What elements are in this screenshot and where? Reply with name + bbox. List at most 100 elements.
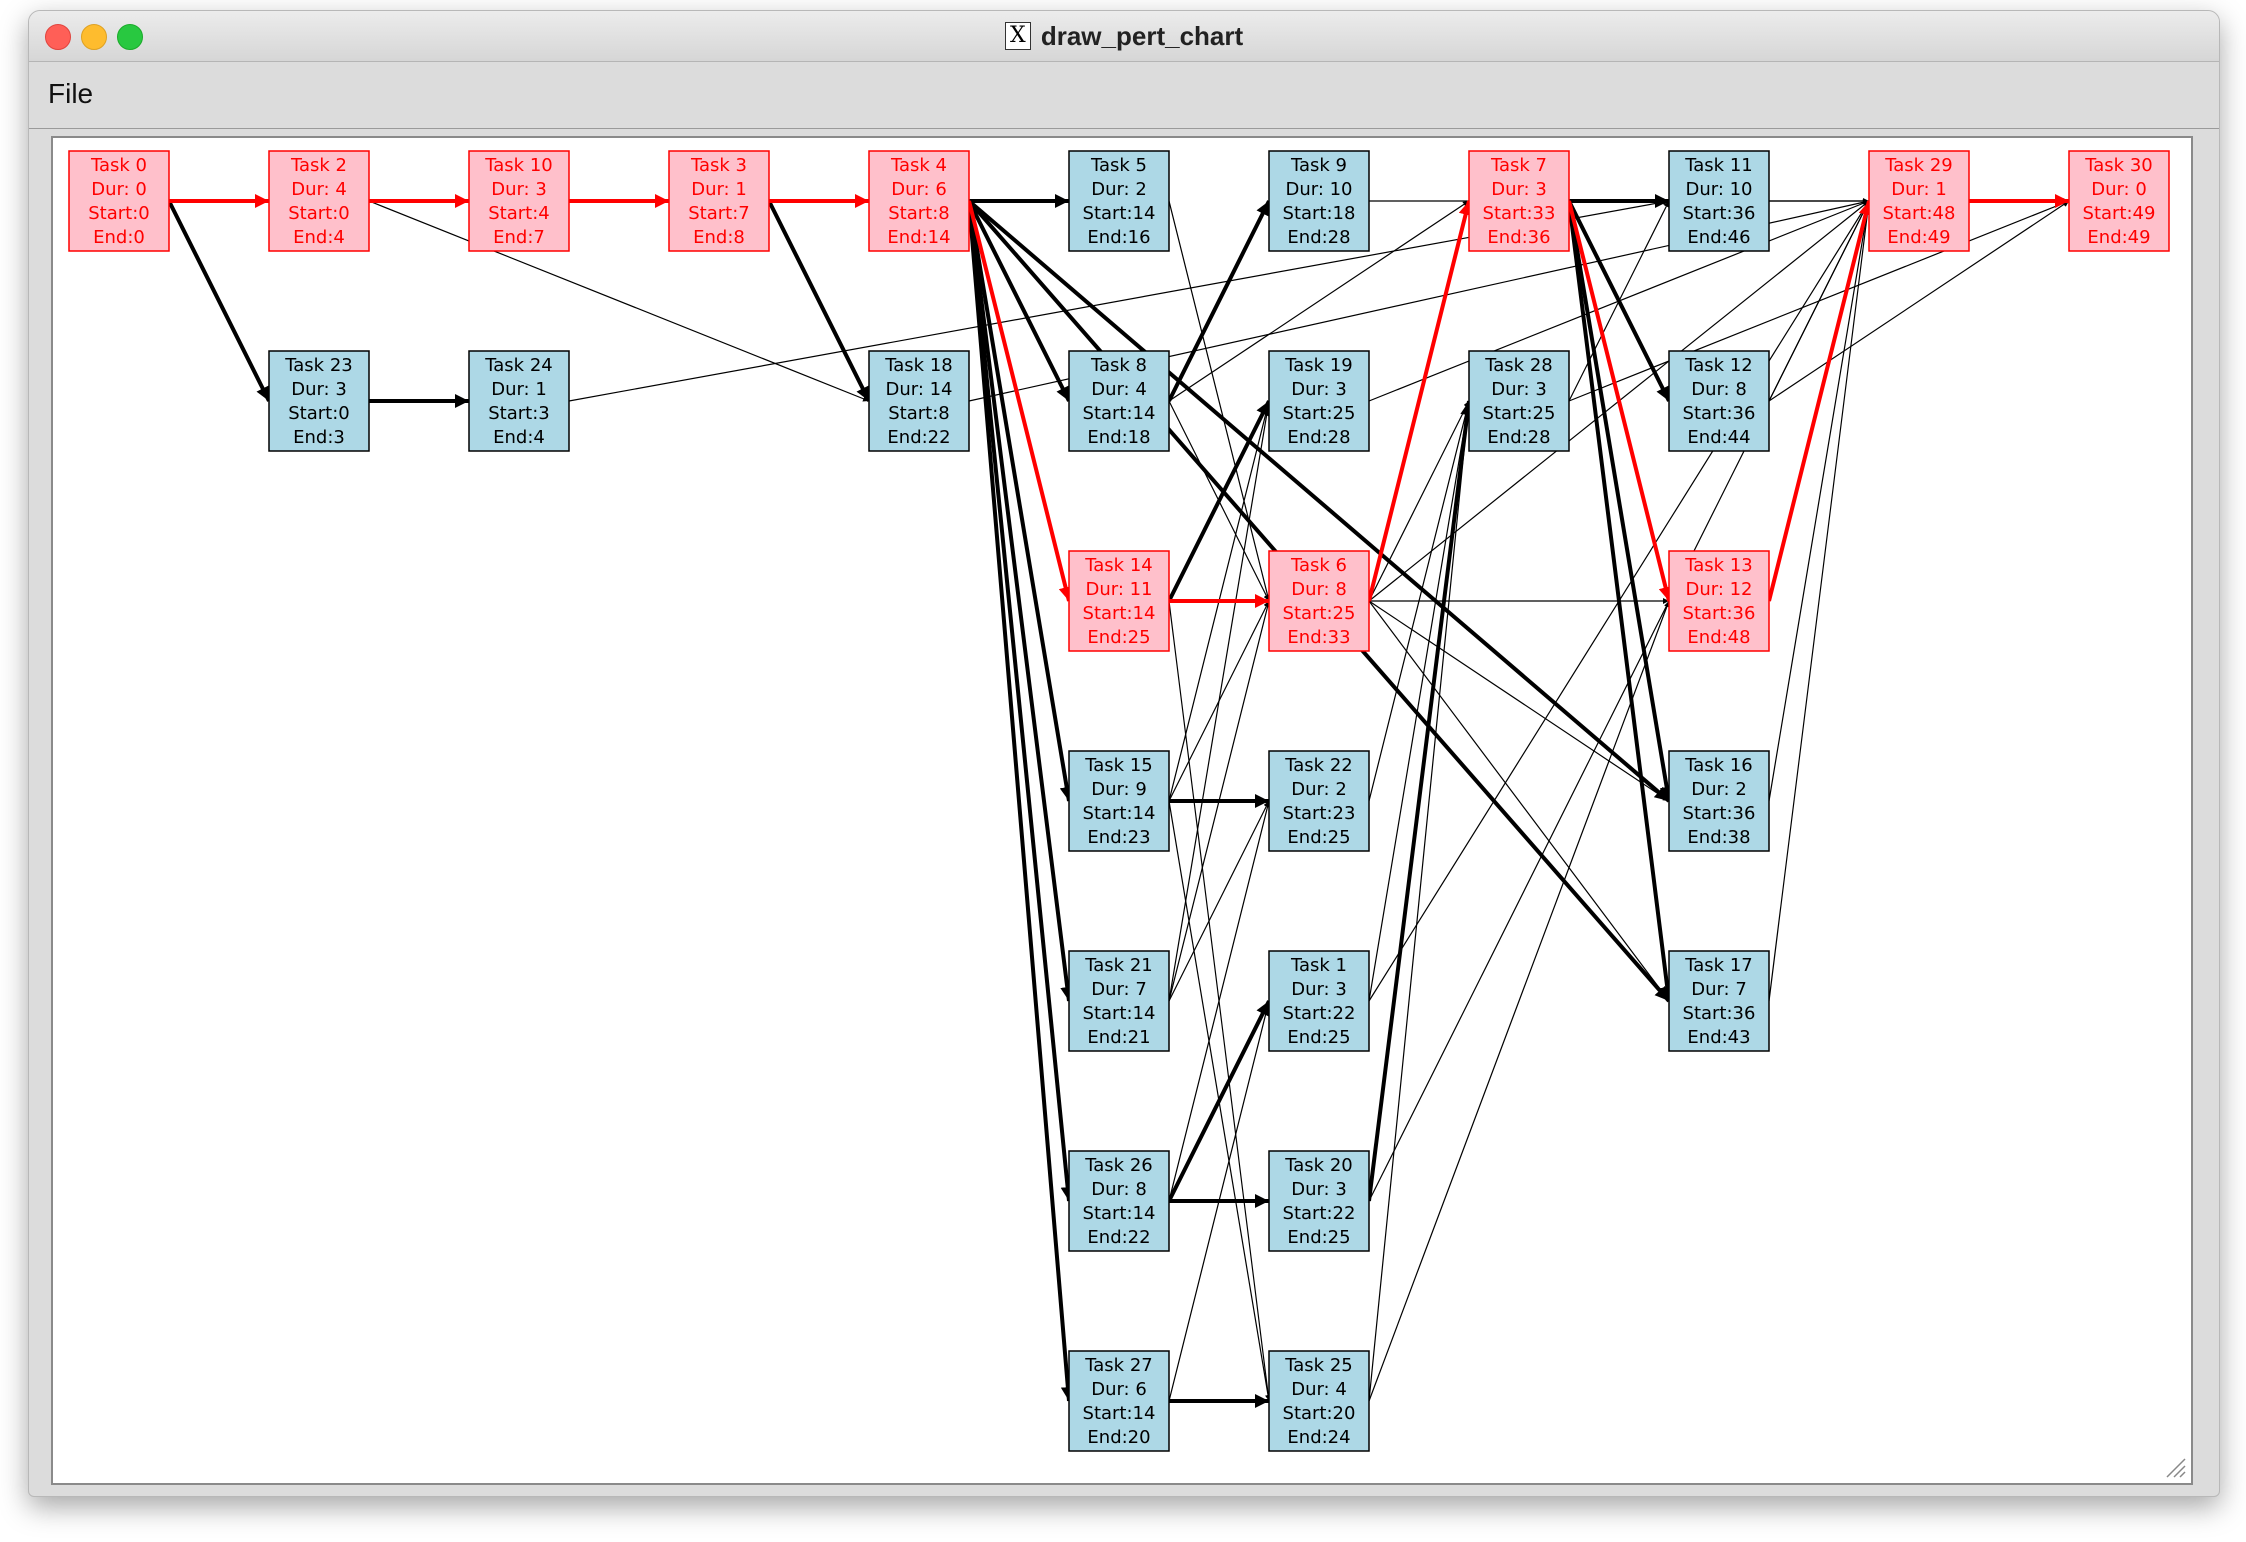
edge-task-21-to-task-22 xyxy=(1168,800,1270,1002)
task-box xyxy=(1468,150,1570,252)
close-button[interactable] xyxy=(45,24,71,50)
task-end: End:14 xyxy=(887,227,950,248)
task-start: Start:0 xyxy=(288,403,350,424)
task-box xyxy=(868,150,970,252)
task-box xyxy=(668,150,770,252)
edge-task-26-to-task-22 xyxy=(1168,800,1271,1202)
edge-task-12-to-task-30 xyxy=(1768,200,2070,402)
task-box xyxy=(268,150,370,252)
task-start: Start:25 xyxy=(1283,403,1356,424)
resize-grip-icon[interactable] xyxy=(2163,1455,2187,1479)
edge-task-6-to-task-7 xyxy=(1367,200,1473,602)
task-duration: Dur: 7 xyxy=(1691,979,1747,1000)
edge-task-7-to-task-16 xyxy=(1567,200,1674,802)
edge-task-22-to-task-28 xyxy=(1368,400,1471,802)
menu-file[interactable]: File xyxy=(48,78,94,109)
task-box xyxy=(1268,750,1370,852)
task-box xyxy=(1268,1350,1370,1452)
task-start: Start:14 xyxy=(1083,1003,1156,1024)
task-start: Start:14 xyxy=(1083,1403,1156,1424)
task-box xyxy=(1268,550,1370,652)
minimize-button[interactable] xyxy=(81,24,107,50)
task-end: End:4 xyxy=(293,227,345,248)
task-box xyxy=(1468,350,1570,452)
task-box xyxy=(68,150,170,252)
task-label: Task 27 xyxy=(1084,1355,1152,1376)
edge-task-6-to-task-16 xyxy=(1368,600,1670,802)
edge-task-4-to-task-8 xyxy=(967,200,1071,402)
edge-task-14-to-task-19 xyxy=(1167,400,1271,602)
title-bar[interactable]: X draw_pert_chart xyxy=(29,11,2219,62)
task-duration: Dur: 3 xyxy=(291,379,347,400)
task-start: Start:14 xyxy=(1083,1203,1156,1224)
zoom-button[interactable] xyxy=(117,24,143,50)
task-duration: Dur: 2 xyxy=(1091,179,1147,200)
task-duration: Dur: 0 xyxy=(91,179,147,200)
task-start: Start:23 xyxy=(1283,803,1356,824)
task-duration: Dur: 3 xyxy=(1291,979,1347,1000)
task-label: Task 4 xyxy=(890,155,947,176)
task-label: Task 0 xyxy=(90,155,147,176)
task-duration: Dur: 3 xyxy=(1291,379,1347,400)
dependency-edges xyxy=(167,194,2070,1408)
edge-task-6-to-task-28 xyxy=(1368,400,1470,602)
task-duration: Dur: 4 xyxy=(1091,379,1147,400)
task-duration: Dur: 10 xyxy=(1685,179,1752,200)
edge-task-16-to-task-29 xyxy=(1768,200,1871,802)
task-duration: Dur: 4 xyxy=(291,179,347,200)
task-box xyxy=(1668,550,1770,652)
edge-task-4-to-task-14 xyxy=(967,200,1073,602)
task-label: Task 22 xyxy=(1284,755,1352,776)
task-duration: Dur: 8 xyxy=(1291,579,1347,600)
task-box xyxy=(1068,350,1170,452)
task-label: Task 21 xyxy=(1084,955,1152,976)
task-label: Task 8 xyxy=(1090,355,1147,376)
task-box xyxy=(1668,150,1770,252)
task-label: Task 9 xyxy=(1290,155,1347,176)
task-duration: Dur: 2 xyxy=(1691,779,1747,800)
task-box xyxy=(268,350,370,452)
edge-task-2-to-task-18 xyxy=(368,200,870,402)
task-duration: Dur: 4 xyxy=(1291,1379,1347,1400)
task-box xyxy=(468,350,570,452)
edge-task-26-to-task-1 xyxy=(1167,1000,1271,1202)
task-end: End:24 xyxy=(1287,1427,1350,1448)
task-end: End:49 xyxy=(1887,227,1950,248)
task-box xyxy=(2068,150,2170,252)
task-end: End:3 xyxy=(293,427,345,448)
edge-task-3-to-task-18 xyxy=(767,200,871,402)
task-duration: Dur: 8 xyxy=(1091,1179,1147,1200)
